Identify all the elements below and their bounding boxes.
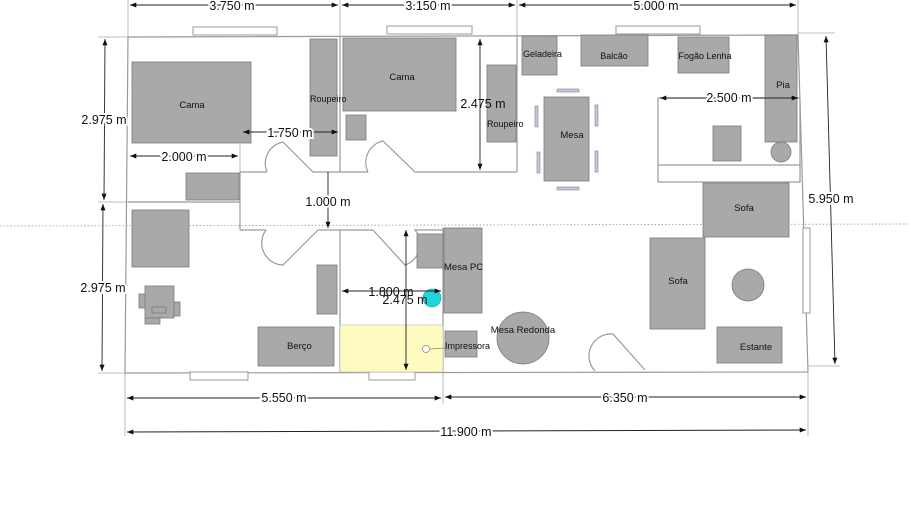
mesa-label: Mesa [560,130,584,141]
outer-walls [124,34,809,374]
dim-left-upper: 2.975 m [81,113,126,127]
mesa-redonda-label: Mesa Redonda [491,325,556,336]
windows [189,25,811,381]
dim-bottom-total: 11.900 m [440,425,491,439]
lamp-icon [422,345,430,353]
berco [257,326,335,367]
mesa [543,96,590,182]
dim-office-depth: 2.475 m [382,293,427,307]
interior-walls [128,36,801,372]
geladeira-label: Geladeira [523,49,562,59]
pia-label: Pia [776,80,790,91]
fogao-label: Fogão Lenha [678,51,731,61]
cama-2-label: Cama [389,72,415,83]
dim-room2-depth: 2.475 m [460,97,505,111]
sofa-2 [649,237,706,330]
balcao-label: Balcão [600,51,628,61]
dim-office-width: 1.800 m [368,285,413,299]
dim-bottom-left: 5.550 m [261,391,306,405]
sofa-2-label: Sofa [668,276,688,287]
furniture: Cama Cama Roupeiro Roupeiro Berço Mesa P… [131,34,798,367]
mesa-redonda [496,311,550,365]
dimension-labels: 3.750 m 3.150 m 5.000 m 2.975 m 2.975 m … [78,0,855,441]
pia [764,34,798,143]
dim-top-middle: 3.150 m [405,0,450,13]
cabinet-small [316,264,338,315]
small-table-set [138,285,181,325]
estante [716,326,783,364]
fogao-lenha [677,36,730,74]
estante-label: Estante [740,342,772,353]
shelf-office [416,233,444,269]
roupeiro-2 [486,64,517,143]
dim-top-left: 3.750 m [209,0,254,13]
cama-2 [342,37,457,112]
dim-bottom-right: 6.350 m [602,391,647,405]
cama-1-label: Cama [179,100,205,111]
roupeiro-2-label: Roupeiro [487,119,524,129]
dimension-lines [99,2,838,435]
dim-bed-to-wall: 1.750 m [267,126,312,140]
kitchen-stool [712,125,742,162]
mesa-pc-label: Mesa PC [444,262,483,273]
dim-top-right: 5.000 m [633,0,678,13]
sofa-1 [702,182,790,238]
sofa-1-label: Sofa [734,203,754,214]
dim-bed-width: 2.000 m [161,150,206,164]
dim-kitchen-counter: 2.500 m [706,91,751,105]
geladeira [521,35,558,76]
impressora-label: Impressora [445,341,490,351]
kitchen-bin [770,141,792,163]
dining-chairs [534,88,599,191]
cabinet [185,172,240,201]
dim-corridor: 1.000 m [305,195,350,209]
mesa-pc [443,227,483,314]
balcao [580,34,649,67]
coffee-table [731,268,765,302]
roupeiro-1-label: Roupeiro [310,94,347,104]
dim-left-lower: 2.975 m [80,281,125,295]
cabinet-lower-left [131,209,190,268]
nightstand [345,114,367,141]
dim-right-total: 5.950 m [808,192,853,206]
impressora [444,330,478,358]
cama-1 [131,61,252,144]
roupeiro-1 [309,38,338,157]
berco-label: Berço [287,341,312,352]
extension-lines [98,0,840,436]
